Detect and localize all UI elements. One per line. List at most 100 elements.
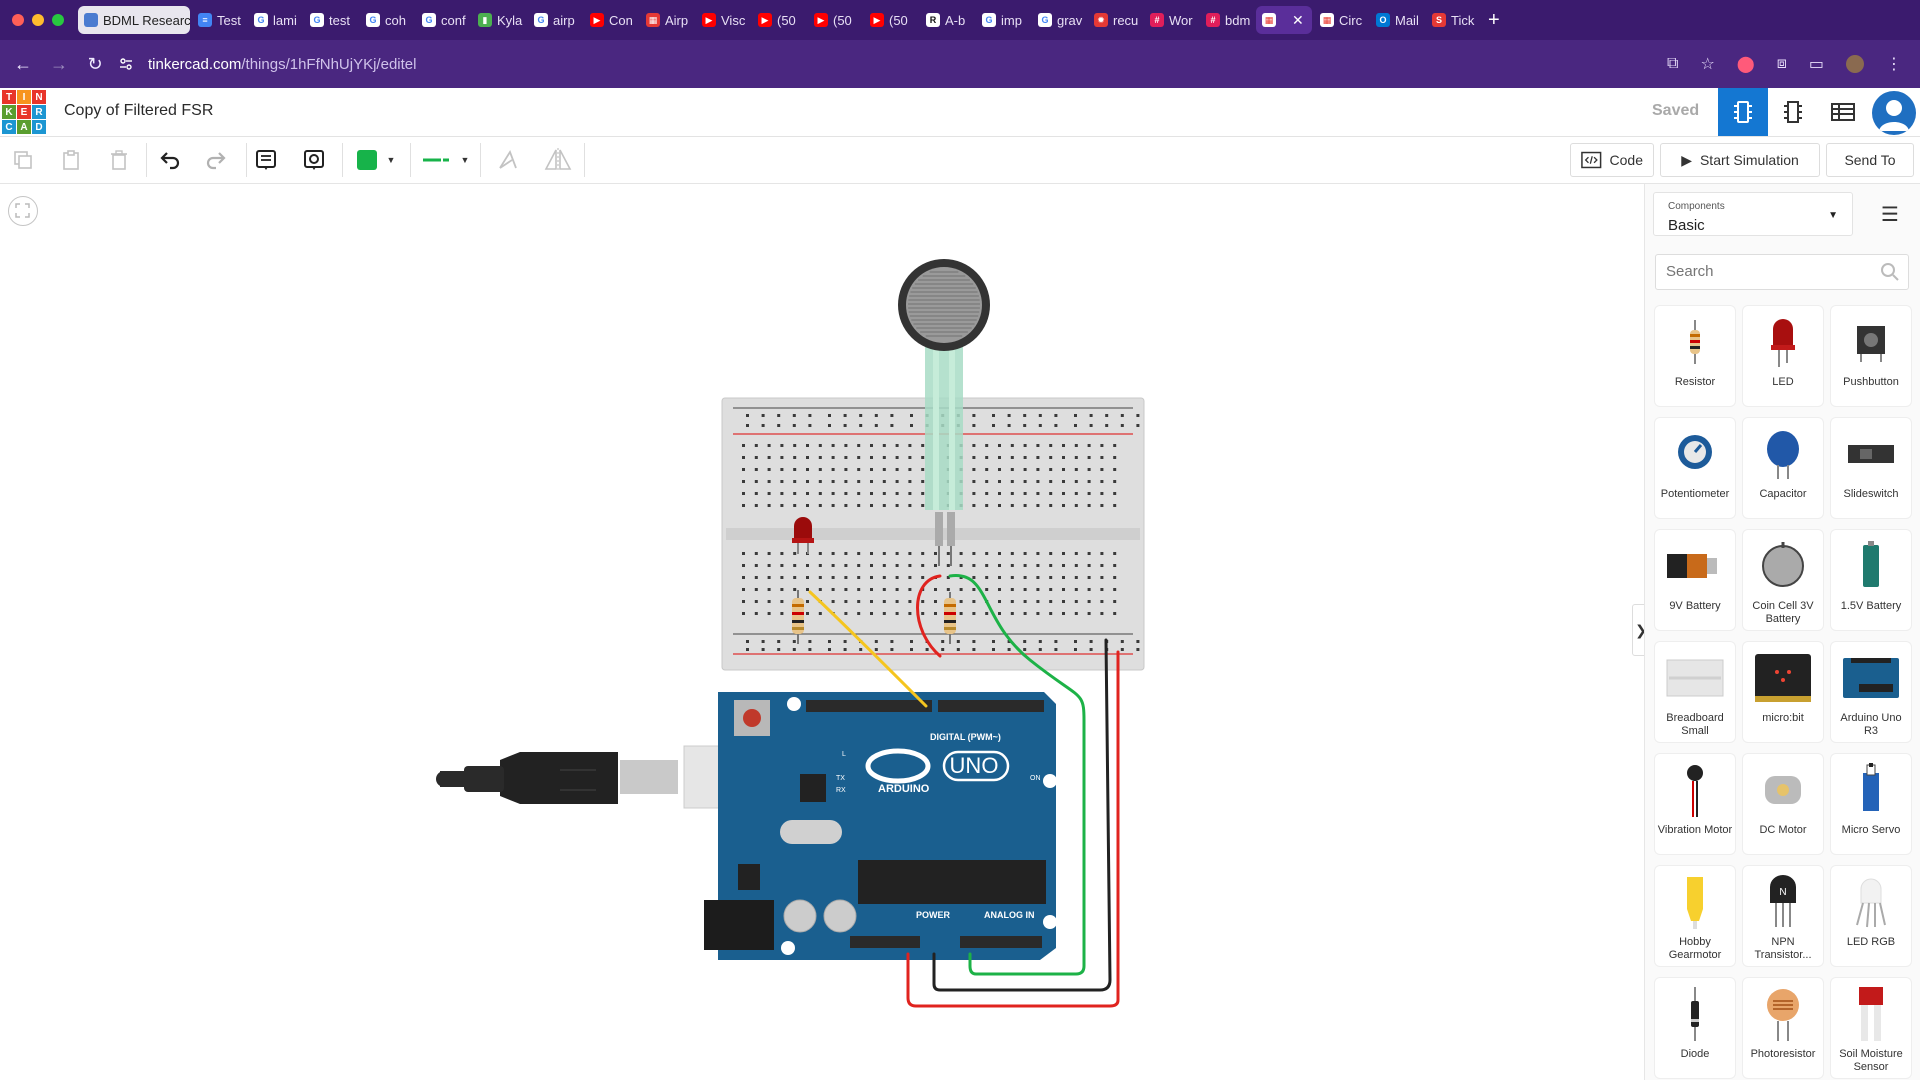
design-title[interactable]: Copy of Filtered FSR <box>64 102 214 119</box>
redo-button[interactable] <box>200 143 232 177</box>
browser-tab[interactable]: ▮Kyla <box>472 6 526 34</box>
toggle-notes-visibility-button[interactable] <box>298 143 330 177</box>
search-input[interactable] <box>1664 262 1868 281</box>
site-info-icon[interactable] <box>118 56 134 72</box>
extension-icon[interactable]: ⬤ <box>1736 56 1755 73</box>
circuit-diagram[interactable]: UNO ARDUINO DIGITAL (PWM~) POWER ANALOG … <box>0 184 1644 1080</box>
delete-button[interactable] <box>104 143 134 177</box>
component-card-diode[interactable]: Diode <box>1655 978 1735 1078</box>
breadboard-holes[interactable] <box>742 414 1140 651</box>
component-card-pushbutton[interactable]: Pushbutton <box>1831 306 1911 406</box>
maximize-window-button[interactable] <box>52 14 64 26</box>
search-icon[interactable] <box>1880 262 1900 282</box>
user-avatar[interactable] <box>1872 91 1916 135</box>
browser-tab[interactable]: ✹recu <box>1088 6 1142 34</box>
browser-tab[interactable]: ▦Airp <box>640 6 694 34</box>
component-card-resistor[interactable]: Resistor <box>1655 306 1735 406</box>
component-card-micro-bit[interactable]: micro:bit <box>1743 642 1823 742</box>
browser-tab[interactable]: ▶(50 <box>808 6 862 34</box>
code-button[interactable]: Code <box>1570 143 1654 177</box>
browser-tab[interactable]: BDML Research Artic <box>78 6 190 34</box>
component-card-vibration-motor[interactable]: Vibration Motor <box>1655 754 1735 854</box>
browser-tab[interactable]: #bdm <box>1200 6 1254 34</box>
component-card-slideswitch[interactable]: Slideswitch <box>1831 418 1911 518</box>
component-card-arduino-uno-r3[interactable]: Arduino Uno R3 <box>1831 642 1911 742</box>
wire-color-selector[interactable]: ▼ <box>346 143 406 177</box>
paste-button[interactable] <box>56 143 86 177</box>
browser-tab[interactable]: ▶(50 <box>864 6 918 34</box>
components-dropdown[interactable]: Components Basic ▼ <box>1653 192 1853 236</box>
flip-button[interactable] <box>540 143 576 177</box>
component-card-photoresistor[interactable]: Photoresistor <box>1743 978 1823 1078</box>
browser-tab[interactable]: #Wor <box>1144 6 1198 34</box>
usb-cable[interactable] <box>436 745 765 809</box>
list-view-icon[interactable]: ☰ <box>1881 204 1899 226</box>
back-icon[interactable]: ← <box>14 53 32 74</box>
wire-type-selector[interactable]: ▼ <box>414 143 476 177</box>
yellow-wire[interactable] <box>808 590 928 708</box>
browser-tab[interactable]: ▶Con <box>584 6 638 34</box>
browser-menu-icon[interactable]: ⋮ <box>1886 56 1902 73</box>
component-card-micro-servo[interactable]: Micro Servo <box>1831 754 1911 854</box>
schematic-view-button[interactable] <box>1768 88 1818 136</box>
circuit-view-button[interactable] <box>1718 88 1768 136</box>
circuit-canvas[interactable]: UNO ARDUINO DIGITAL (PWM~) POWER ANALOG … <box>0 184 1644 1080</box>
close-tab-icon[interactable]: ✕ <box>1292 11 1304 28</box>
fit-view-button[interactable] <box>8 196 38 226</box>
green-wire[interactable] <box>948 574 1086 976</box>
component-card-soil-moisture-sensor[interactable]: Soil Moisture Sensor <box>1831 978 1911 1078</box>
browser-tab[interactable]: ▶(50 <box>752 6 806 34</box>
notes-button[interactable] <box>250 143 282 177</box>
url-field[interactable]: tinkercad.com/things/1hFfNhUjYKj/editel <box>118 47 1678 81</box>
copy-button[interactable] <box>8 143 38 177</box>
component-card-potentiometer[interactable]: Potentiometer <box>1655 418 1735 518</box>
resistor[interactable] <box>944 592 956 644</box>
component-card-9v-battery[interactable]: 9V Battery <box>1655 530 1735 630</box>
component-card-capacitor[interactable]: Capacitor <box>1743 418 1823 518</box>
install-app-icon[interactable]: ⧉ <box>1667 55 1679 72</box>
undo-button[interactable] <box>154 143 186 177</box>
extensions-puzzle-icon[interactable]: ⧈ <box>1776 55 1787 72</box>
forward-icon[interactable]: → <box>50 53 68 74</box>
red-power-wire[interactable] <box>906 650 1120 1008</box>
component-card-dc-motor[interactable]: DC Motor <box>1743 754 1823 854</box>
component-card-breadboard-small[interactable]: Breadboard Small <box>1655 642 1735 742</box>
component-card-1-5v-battery[interactable]: 1.5V Battery <box>1831 530 1911 630</box>
wires[interactable] <box>808 574 1120 1008</box>
breadboard[interactable] <box>721 397 1145 671</box>
browser-tab[interactable]: ▶Visc <box>696 6 750 34</box>
close-window-button[interactable] <box>12 14 24 26</box>
browser-tab[interactable]: ▦Circ <box>1314 6 1368 34</box>
arduino-uno-board[interactable] <box>704 692 1057 960</box>
force-sensor[interactable] <box>898 259 990 566</box>
component-list-view-button[interactable] <box>1818 88 1868 136</box>
component-card-led-rgb[interactable]: LED RGB <box>1831 866 1911 966</box>
resistor[interactable] <box>792 590 804 644</box>
component-card-coin-cell-3v-battery[interactable]: Coin Cell 3V Battery <box>1743 530 1823 630</box>
side-panel-icon[interactable]: ▭ <box>1808 56 1824 73</box>
browser-tab[interactable]: ▦✕ <box>1256 6 1312 34</box>
black-wire[interactable] <box>932 638 1112 992</box>
send-to-button[interactable]: Send To <box>1826 143 1914 177</box>
browser-tab[interactable]: ≡Test <box>192 6 246 34</box>
reload-icon[interactable]: ↻ <box>87 53 103 74</box>
led[interactable] <box>792 517 814 554</box>
component-card-led[interactable]: LED <box>1743 306 1823 406</box>
component-card-hobby-gearmotor[interactable]: Hobby Gearmotor <box>1655 866 1735 966</box>
rotate-button[interactable] <box>492 143 524 177</box>
minimize-window-button[interactable] <box>32 14 44 26</box>
component-search[interactable] <box>1655 254 1909 290</box>
profile-avatar[interactable] <box>1846 55 1864 73</box>
